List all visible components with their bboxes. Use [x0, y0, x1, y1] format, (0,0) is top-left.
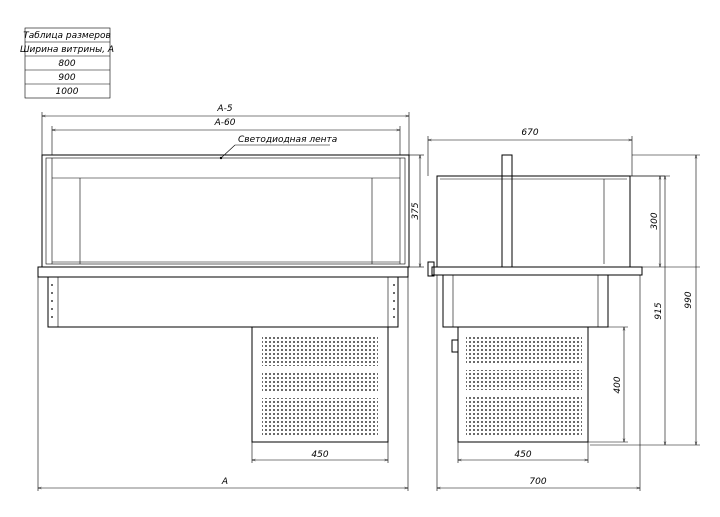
side-view: 670 300 400 915 [427, 128, 700, 491]
size-table-title: Таблица размеров [23, 31, 111, 41]
tub-side [442, 274, 609, 328]
size-table-row: 800 [58, 59, 75, 69]
dim-label-top-depth: 670 [521, 128, 538, 138]
side-deck [431, 266, 643, 276]
dim-label-a-minus-60: А-60 [214, 118, 236, 128]
dim-label-side-glass-height: 300 [650, 212, 660, 229]
size-table-header: Ширина витрины, А [20, 45, 114, 55]
dim-label-total-width: А [221, 477, 228, 487]
dim-label-total-depth: 700 [529, 477, 546, 487]
dim-label-a-minus-5: А-5 [216, 104, 232, 114]
refrigeration-unit [251, 326, 389, 443]
led-strip-label: Светодиодная лента [238, 135, 337, 145]
refrigeration-unit-side [457, 326, 589, 443]
glass-side [436, 175, 631, 268]
size-table-row: 900 [58, 73, 75, 83]
size-table-row: 1000 [56, 87, 79, 97]
dim-label-unit-height: 400 [613, 376, 623, 393]
size-table: Таблица размеров Ширина витрины, А 800 9… [20, 27, 114, 99]
dim-label-unit-width-side: 450 [514, 450, 531, 460]
tub-body [47, 276, 399, 328]
front-view: А-5 А-60 Светодиодная лента 375 [37, 104, 424, 491]
top-deck [37, 266, 409, 278]
dim-label-height-915: 915 [654, 302, 664, 319]
dim-label-unit-width-front: 450 [311, 450, 328, 460]
rear-post [501, 154, 513, 268]
dim-label-glass-height: 375 [411, 202, 421, 219]
dim-label-height-990: 990 [684, 291, 694, 308]
glass-canopy [41, 154, 410, 268]
